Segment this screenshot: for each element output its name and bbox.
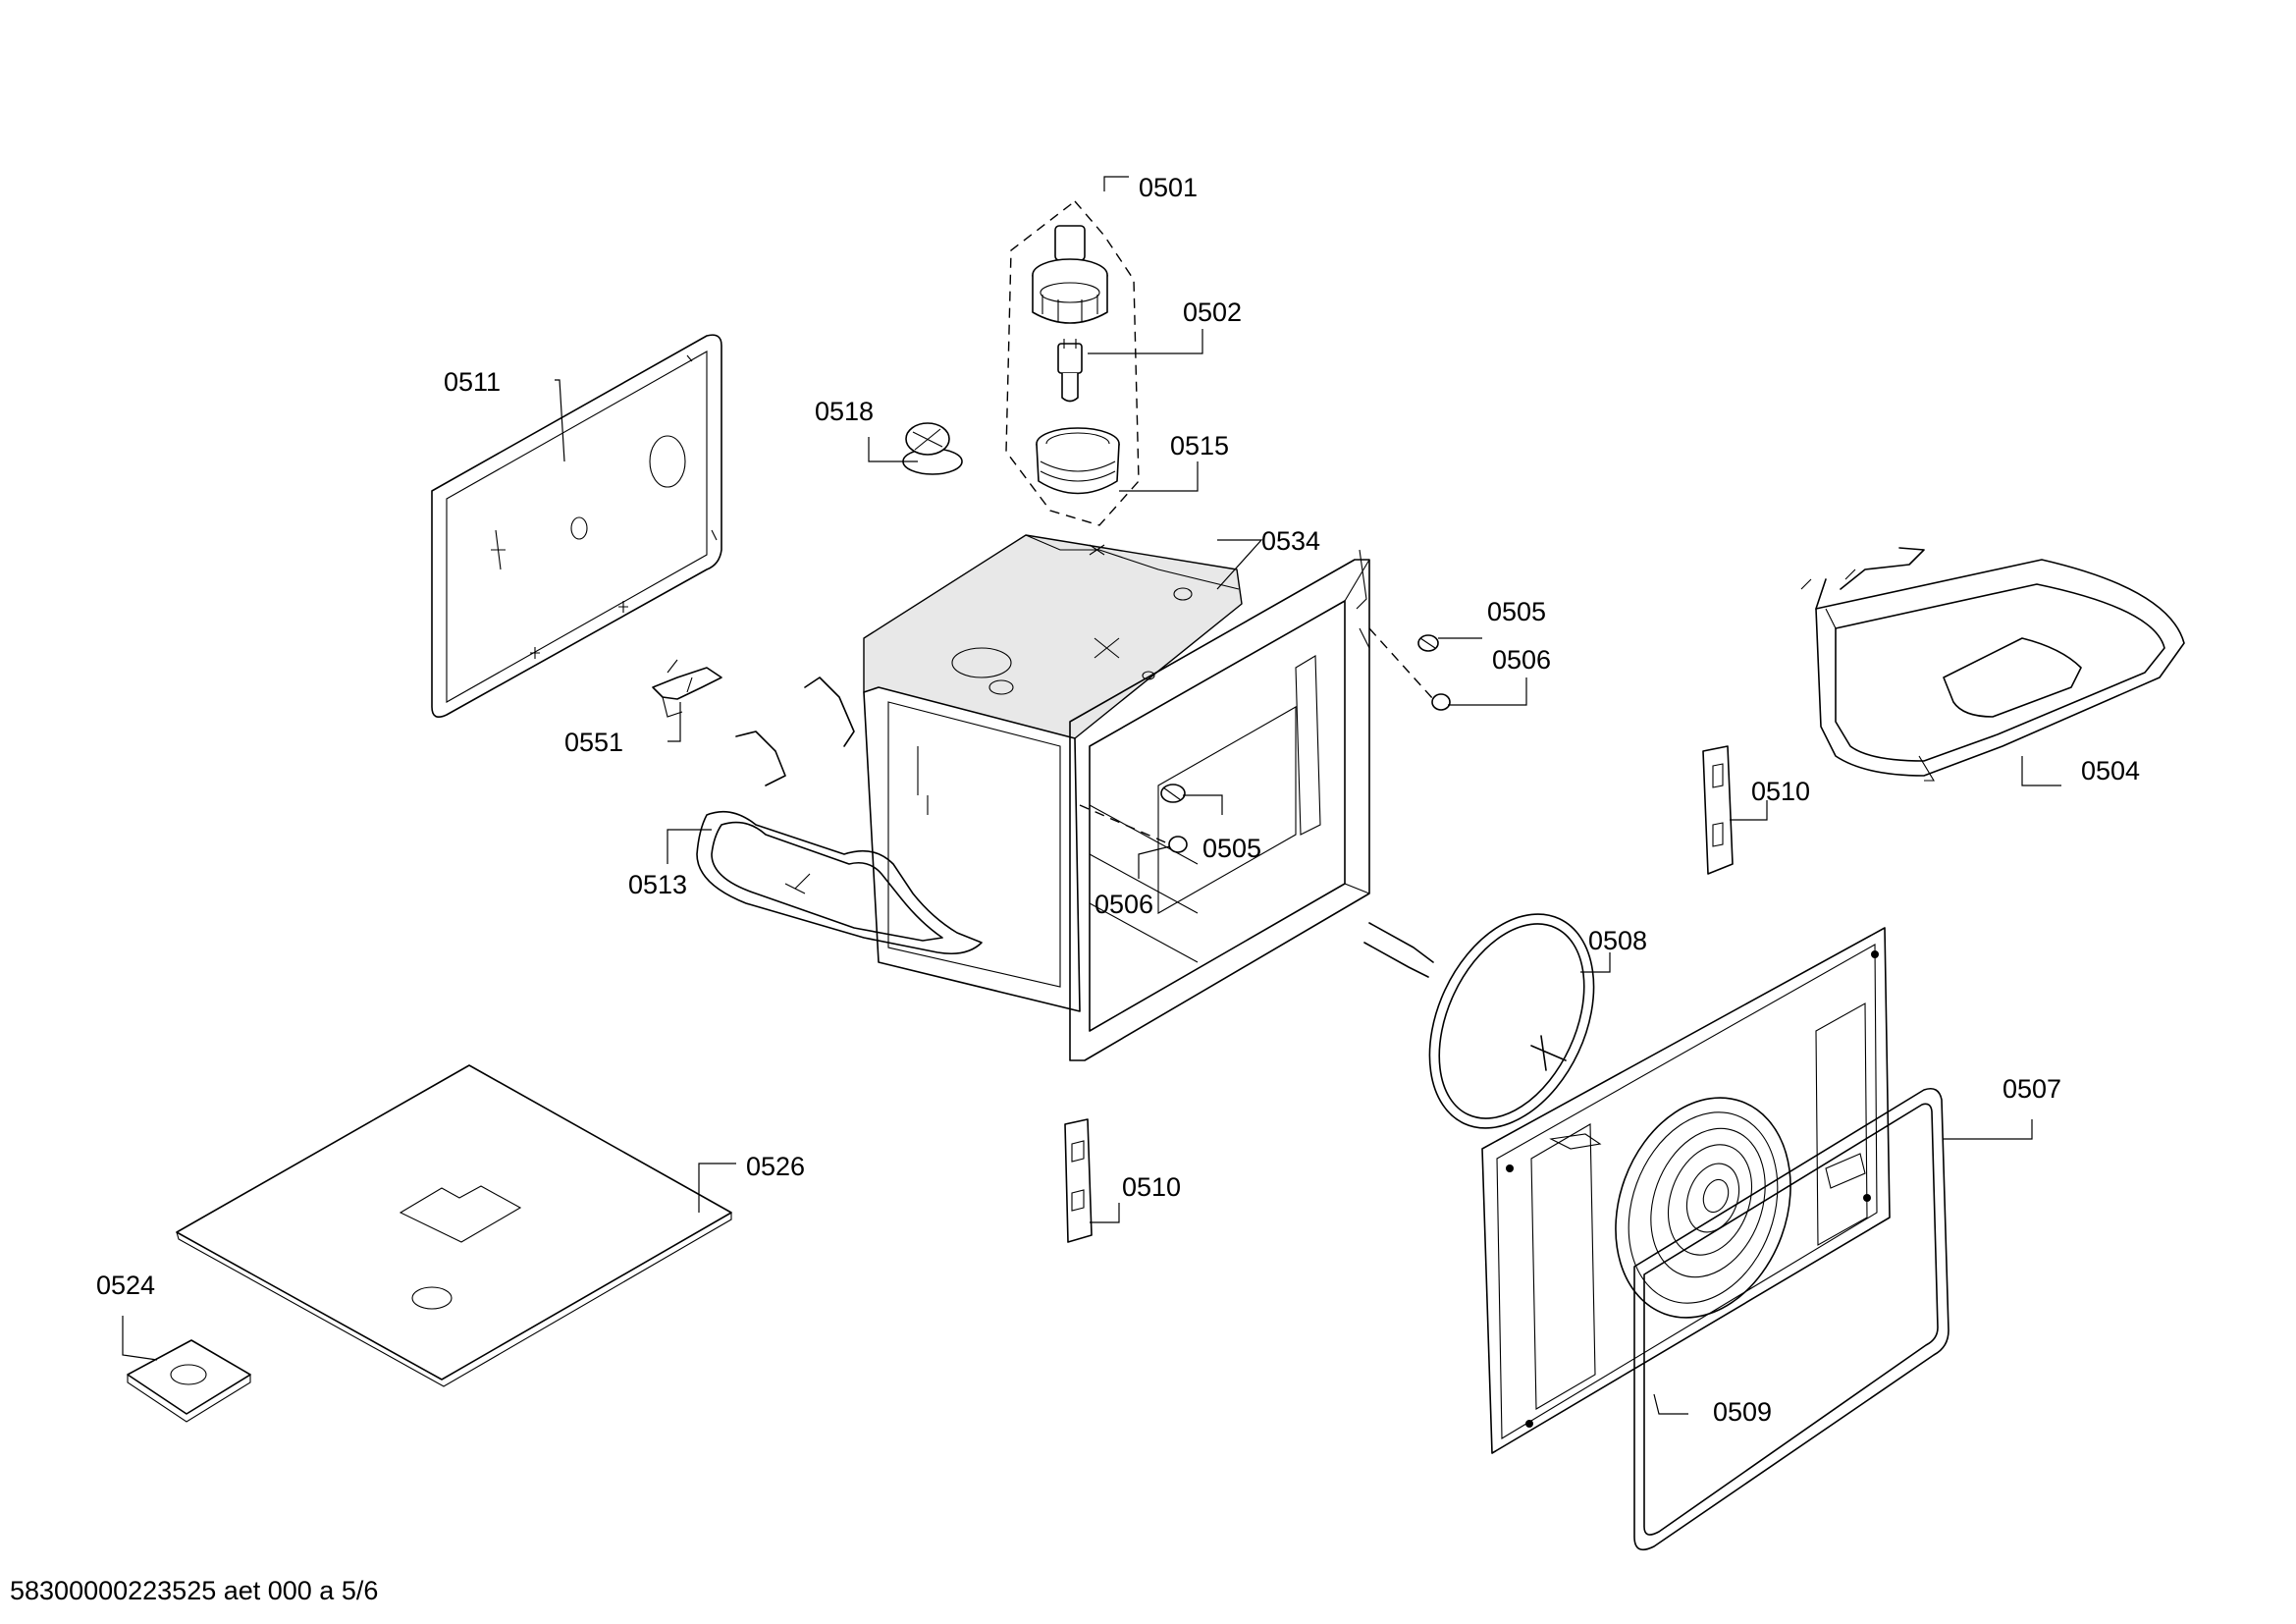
part-0508-ring-heater — [1363, 913, 1595, 1129]
label-0504: 0504 — [2081, 756, 2140, 785]
label-0511: 0511 — [444, 367, 501, 397]
label-0506-lower: 0506 — [1095, 890, 1153, 919]
part-0551-bracket — [652, 659, 722, 718]
part-0510-rail-lower — [1064, 1118, 1093, 1243]
part-lamp-assembly — [1005, 200, 1140, 526]
part-labels: 0501 0502 0511 0518 0515 0534 0505 0506 … — [96, 173, 2140, 1427]
part-0509-door-seal — [1633, 1087, 1949, 1551]
leader-lines — [122, 176, 2061, 1415]
part-0504-grill-heater — [1800, 547, 2185, 782]
label-0507: 0507 — [2002, 1074, 2061, 1104]
label-0501: 0501 — [1139, 173, 1198, 202]
part-0507-back-panel — [1481, 927, 1891, 1454]
label-0505-lower: 0505 — [1202, 834, 1261, 863]
part-0534-oven-cavity — [863, 534, 1370, 1061]
label-0513: 0513 — [628, 870, 687, 899]
label-0509: 0509 — [1713, 1397, 1772, 1427]
label-0506-upper: 0506 — [1492, 645, 1551, 675]
label-0510-lower: 0510 — [1122, 1172, 1181, 1202]
part-0505-0506-lower — [1079, 784, 1188, 853]
document-code: 58300000223525 aet 000 a 5/6 — [10, 1576, 378, 1605]
part-0505-0506-upper — [1368, 627, 1451, 711]
label-0524: 0524 — [96, 1271, 155, 1300]
label-0518: 0518 — [815, 397, 874, 426]
part-0526-bottom-plate — [176, 1064, 732, 1387]
part-0511-side-panel — [431, 334, 722, 718]
label-0508: 0508 — [1588, 926, 1647, 955]
part-0524-pad — [127, 1339, 251, 1423]
label-0515: 0515 — [1170, 431, 1229, 460]
part-0510-rail-upper — [1702, 745, 1734, 875]
label-0534: 0534 — [1261, 526, 1320, 556]
label-0505-upper: 0505 — [1487, 597, 1546, 626]
part-0513-bottom-heater — [696, 677, 983, 955]
label-0526: 0526 — [746, 1152, 805, 1181]
part-0518-cap — [902, 422, 963, 475]
label-0502: 0502 — [1183, 298, 1242, 327]
label-0510-upper: 0510 — [1751, 777, 1810, 806]
label-0551: 0551 — [564, 728, 623, 757]
